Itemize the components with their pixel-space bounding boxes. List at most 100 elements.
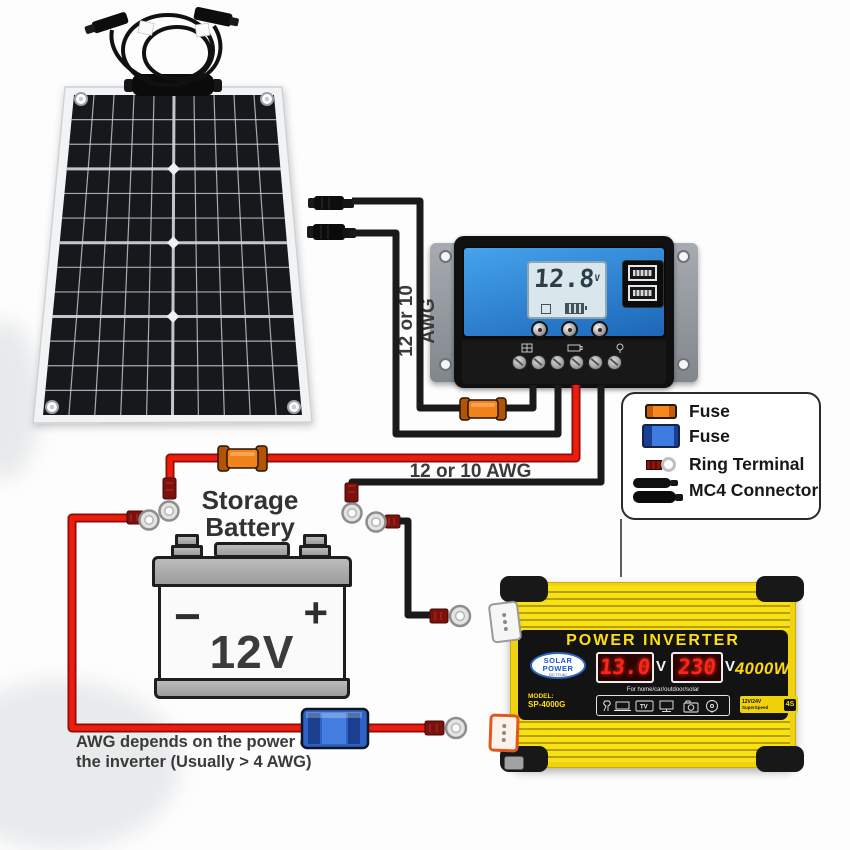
lcd-voltage-unit: V (594, 274, 601, 284)
mc4-connector-pair (307, 196, 356, 240)
legend-label: MC4 Connector (689, 480, 819, 500)
mc4-connector-cable-end (193, 6, 239, 27)
lcd-panel-icon (541, 304, 551, 314)
inverter-corner-guard (500, 576, 548, 602)
controller-button-right[interactable] (591, 321, 608, 338)
battery-bottom-band (154, 678, 350, 699)
legend-label: Ring Terminal (689, 454, 805, 474)
uses-icons-box: TV (596, 695, 730, 716)
usb-port-icon (628, 285, 657, 301)
panel-cables (109, 13, 223, 87)
panel-diamond-marker (166, 236, 180, 250)
legend-box: Fuse Fuse Ring Terminal MC4 Connector (621, 392, 821, 520)
battery-wire-gauge-label: 12 or 10 AWG (409, 461, 532, 482)
uses-block: For home/car/outdoor/solar TV (594, 687, 732, 717)
panel-grommets (45, 92, 301, 414)
mc4-connector-icon (633, 478, 689, 503)
legend-item-mc4-connector: MC4 Connector (633, 478, 818, 503)
controller-terminal-strip (462, 340, 666, 384)
badge-line2: SuperSpeed (742, 705, 769, 710)
panel-grid-line (253, 94, 277, 416)
dc-voltage-unit: V (656, 658, 667, 675)
panel-grid-line (68, 94, 95, 416)
brand-subtitle: DC TO AC (549, 673, 567, 677)
charge-controller: 12.8V (430, 236, 700, 388)
blue-fuse-icon (633, 424, 689, 448)
panel-grid-line (171, 94, 176, 416)
mounting-hole (677, 358, 690, 371)
controller-faceplate: 12.8V (462, 246, 666, 338)
model-label: MODEL: (528, 693, 554, 700)
solar-panel (32, 6, 313, 424)
battery-inverter-wire-black (398, 517, 434, 619)
badge-mark: 4S (784, 698, 796, 711)
inverter-title: POWER INVERTER (566, 632, 740, 649)
mounting-hole (439, 358, 452, 371)
legend-item-fuse-orange: Fuse (633, 401, 730, 422)
panel-grid-line (120, 94, 135, 416)
inverter-corner-guard (756, 576, 804, 602)
awg-note-line1: AWG depends on the power of (76, 733, 316, 751)
controller-button-left[interactable] (531, 321, 548, 338)
power-knob[interactable] (504, 756, 524, 770)
legend-pointer-line (620, 519, 622, 577)
terminal-screw[interactable] (588, 355, 603, 370)
dc-voltage-display: 13.0 (596, 652, 654, 683)
orange-fuse-icon (633, 404, 689, 419)
dc-input-socket[interactable] (487, 600, 523, 644)
usb-ports (622, 260, 664, 308)
inline-fuse-orange-battery (217, 445, 268, 472)
ac-voltage-value: 230 (676, 655, 718, 679)
battery-label-line1: Storage (201, 485, 299, 515)
laptop-icon (615, 701, 630, 710)
ring-terminal (444, 716, 468, 740)
usb-port-icon (628, 265, 657, 281)
inverter-front-panel: POWER INVERTER SOLAR POWER DC TO AC 13.0… (518, 630, 798, 720)
model-block: MODEL: SP-4000G (528, 693, 565, 709)
legend-label: Fuse (689, 425, 730, 446)
panel-grid-line (213, 94, 225, 416)
ac-output-socket[interactable] (488, 713, 520, 753)
terminal-symbols (521, 343, 624, 353)
wire-crimp (384, 514, 401, 529)
terminal-screw[interactable] (512, 355, 527, 370)
panel-junction-box (124, 74, 222, 96)
ring-terminal (341, 502, 363, 524)
controller-button-middle[interactable] (561, 321, 578, 338)
awg-note: AWG depends on the power of the inverter… (76, 733, 315, 772)
panel-grommet-holes (49, 96, 297, 410)
terminal-screw[interactable] (550, 355, 565, 370)
ac-voltage-display: 230 (671, 652, 723, 683)
dc-voltage-value: 13.0 (598, 655, 652, 679)
terminal-screw[interactable] (607, 355, 622, 370)
battery-label: Storage Battery (160, 487, 340, 541)
controller-body: 12.8V (454, 236, 674, 388)
brand-name-top: SOLAR (543, 656, 573, 665)
model-value: SP-4000G (528, 700, 566, 709)
ring-terminal (138, 509, 160, 531)
legend-label: Fuse (689, 401, 730, 421)
lamp-icon (603, 700, 611, 712)
terminal-screw[interactable] (569, 355, 584, 370)
inverter-top-ribs (516, 586, 790, 632)
panel-cell-grid (45, 94, 300, 416)
mounting-hole (439, 250, 452, 263)
inverter-corner-guard (756, 746, 804, 772)
controller-lcd: 12.8V (527, 261, 607, 319)
lcd-battery-icon (565, 303, 587, 314)
background-shading (0, 320, 40, 480)
power-inverter: POWER INVERTER SOLAR POWER DC TO AC 13.0… (487, 576, 804, 772)
panel-grid-line (94, 94, 115, 416)
terminal-screw[interactable] (531, 355, 546, 370)
wire-crimp (429, 608, 449, 624)
legend-item-fuse-blue: Fuse (633, 424, 730, 448)
mc4-connector-cable-end (84, 12, 129, 34)
camera-icon (683, 702, 699, 713)
device-icons: TV (603, 700, 718, 713)
tv-icon (635, 700, 654, 712)
ring-terminal-icon (633, 457, 689, 472)
fan-icon (706, 700, 718, 712)
brand-name-bottom: POWER (542, 664, 574, 673)
brand-logo: SOLAR POWER DC TO AC (530, 652, 586, 679)
